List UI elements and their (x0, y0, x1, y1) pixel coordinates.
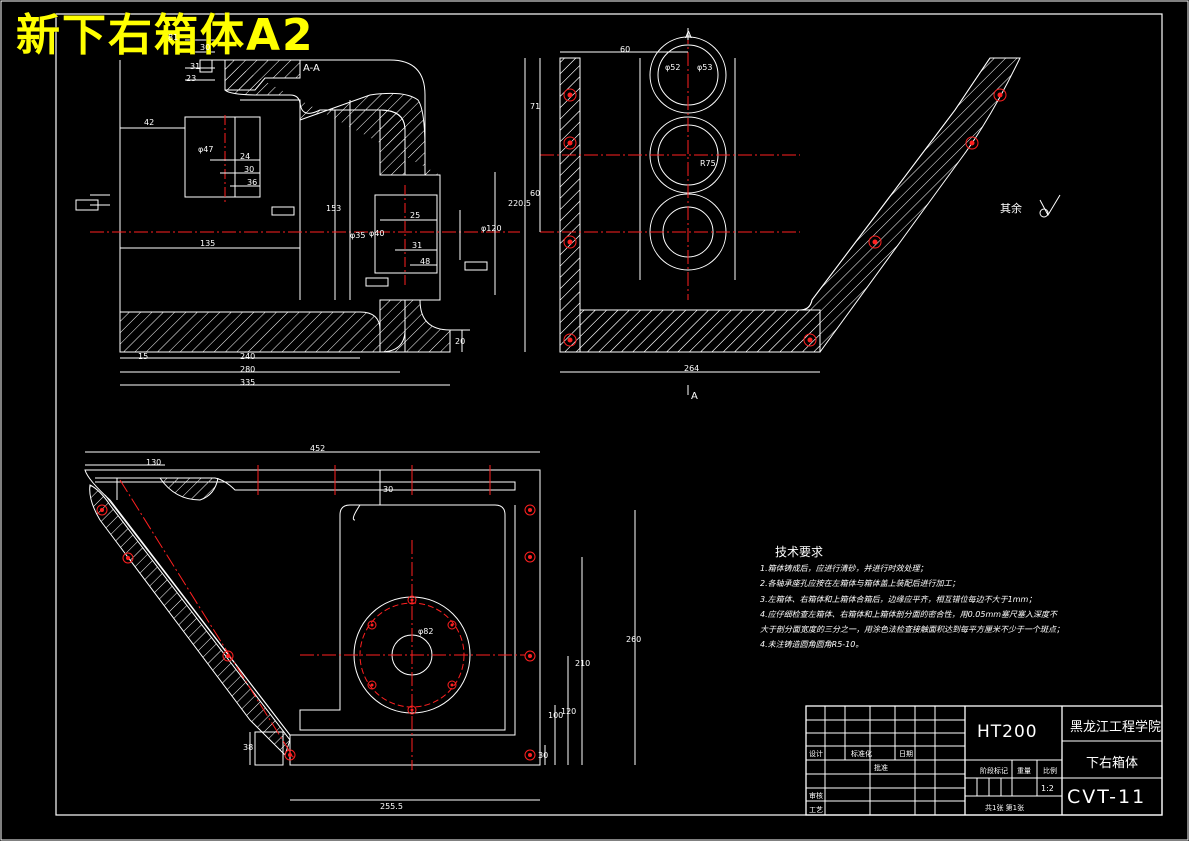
material-label: HT200 (977, 722, 1038, 742)
tech-req-line: 1.箱体铸成后，应进行清砂，并进行时效处理； (760, 564, 928, 573)
dim-label: 264 (684, 364, 700, 373)
dim-label: 135 (200, 239, 216, 248)
dim-label: φ120 (481, 224, 502, 233)
dim-label: 15 (138, 352, 149, 361)
dim-label: 30 (383, 485, 394, 494)
dim-label: 260 (626, 635, 642, 644)
dim-label: 25 (410, 211, 421, 220)
dim-label: 100 (548, 711, 564, 720)
design-label: 设计 (809, 750, 823, 758)
dim-label: φ52 (665, 63, 681, 72)
part-name: 下右箱体 (1086, 756, 1139, 771)
tech-req-line: 4.未注铸造圆角圆角R5-10。 (760, 640, 864, 649)
drawing-number: CVT-11 (1067, 786, 1147, 808)
dim-label: 23 (186, 74, 197, 83)
std-label: 标准化 (851, 750, 872, 758)
scale-value: 1:2 (1041, 784, 1054, 793)
check-label: 审核 (809, 792, 823, 800)
dim-label: 335 (240, 378, 256, 387)
dim-label: 30 (244, 165, 255, 174)
dim-label: 60 (530, 189, 541, 198)
dim-label: 48 (420, 257, 431, 266)
dim-label: 31 (190, 62, 201, 71)
school-name: 黑龙江工程学院 (1070, 720, 1162, 735)
dim-label: R75 (700, 159, 716, 168)
front-view-right (524, 28, 1061, 395)
section-mark-a-top: A (685, 30, 692, 41)
dim-label: φ40 (369, 229, 385, 238)
dim-label: 42 (144, 118, 155, 127)
dim-label: 240 (240, 352, 256, 361)
dim-label: 30 (538, 751, 549, 760)
section-view-left (75, 39, 520, 386)
dim-label: 210 (575, 659, 591, 668)
section-label-aa: A-A (303, 63, 320, 74)
dim-label: φ35 (350, 231, 366, 240)
dim-label: 280 (240, 365, 256, 374)
dim-label: 71 (530, 102, 541, 111)
title-block (805, 705, 1163, 816)
tech-req-line: 3.左箱体、右箱体和上箱体合箱后，边缘应平齐，相互错位每边不大于1mm； (760, 595, 1037, 604)
dim-label: 60 (620, 45, 631, 54)
tech-req-title: 技术要求 (775, 545, 824, 559)
dim-label: 81 (168, 33, 179, 42)
inner-border (55, 13, 1163, 816)
dim-label: 38 (243, 743, 254, 752)
weight-label: 重量 (1017, 767, 1031, 775)
dim-label: 255.5 (380, 802, 403, 811)
overlay-title: 新下右箱体A2 (16, 10, 315, 61)
tech-req-line: 4.应仔细检查左箱体、右箱体和上箱体剖分面的密合性，用0.05mm塞尺塞入深度不 (760, 610, 1058, 619)
tech-req-line: 大于剖分面宽度的三分之一，用涂色法检查接触面积达到每平方厘米不少于一个斑点； (760, 625, 1064, 634)
dim-label: φ82 (418, 627, 434, 636)
dim-label: φ47 (198, 145, 214, 154)
top-view-bottom (84, 451, 636, 801)
sheet-info: 共1张 第1张 (985, 804, 1025, 812)
dim-label: 120 (561, 707, 577, 716)
approve-label: 批准 (874, 764, 888, 772)
dim-label: 30 (200, 43, 211, 52)
tech-req-line: 2.各轴承座孔应按在左箱体与箱体盖上装配后进行加工； (760, 579, 960, 588)
dim-label: 153 (326, 204, 342, 213)
dim-label: 36 (247, 178, 258, 187)
dim-label: φ53 (697, 63, 713, 72)
section-mark-a-bottom: A (691, 391, 698, 402)
process-label: 工艺 (809, 806, 823, 814)
other-roughness-label: 其余 (1000, 202, 1022, 215)
dim-label: 220.5 (508, 199, 531, 208)
dim-label: 31 (412, 241, 423, 250)
dim-label: 452 (310, 444, 326, 453)
stage-label: 阶段标记 (980, 767, 1008, 775)
dim-label: 24 (240, 152, 251, 161)
scale-label: 比例 (1043, 767, 1057, 775)
date-label: 日期 (899, 750, 913, 758)
dim-label: 130 (146, 458, 162, 467)
dim-label: 20 (455, 337, 466, 346)
